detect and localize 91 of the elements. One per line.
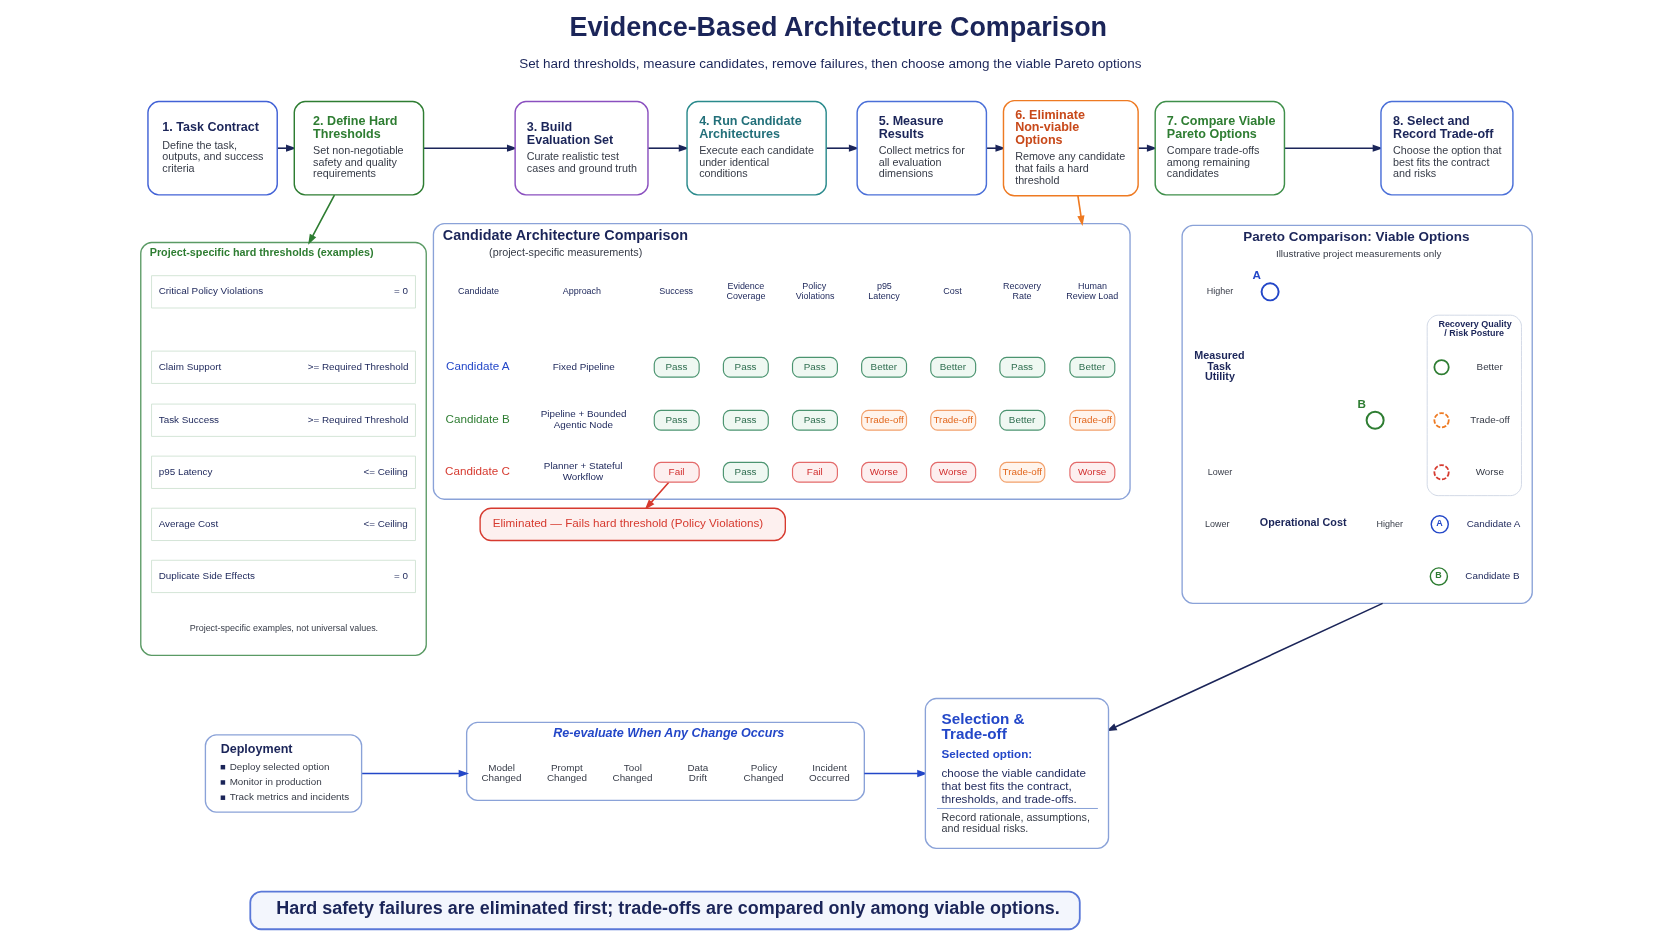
label: Human Review Load	[1065, 281, 1118, 302]
label: Data Drift	[686, 761, 708, 784]
label: Policy Violations	[795, 281, 834, 302]
node-box: Better	[929, 356, 976, 378]
arrow	[422, 144, 517, 152]
node-box: 3. Build Evaluation Set Curate realistic test cases and ground truth	[513, 100, 649, 196]
label: Candidate B	[445, 412, 510, 426]
node-box: Trade-off	[998, 461, 1045, 483]
arrow	[824, 144, 859, 152]
node-box: Task Success >= Required Threshold	[150, 403, 416, 437]
node-label: A	[1252, 268, 1261, 282]
label: Higher	[1375, 518, 1403, 529]
label: Higher	[1206, 286, 1233, 297]
node-box: Better	[1068, 356, 1115, 378]
label: Candidate A	[445, 359, 510, 373]
label: Lower	[1204, 518, 1229, 529]
node-box: Pass	[653, 409, 700, 431]
label: Cost	[942, 286, 962, 297]
node-box: Pass	[653, 356, 700, 378]
legend-label: Trade-off	[1469, 413, 1510, 425]
label: Tool Changed	[612, 761, 653, 784]
arrow	[276, 144, 296, 152]
node-circle	[1365, 410, 1385, 430]
node-box: Pass	[722, 461, 769, 483]
label: Pipeline + Bounded Agentic Node	[540, 408, 626, 431]
label: Evidence Coverage	[726, 281, 765, 302]
node-box: Better	[860, 356, 907, 378]
node-box: 6. Eliminate Non-viable Options Remove any candidate that fails a hard threshold	[1002, 99, 1139, 197]
node-box: 7. Compare Viable Pareto Options Compare trade-offs among remaining candidates	[1153, 100, 1285, 196]
node-box: 5. Measure Results Collect metrics for all evaluation dimensions	[855, 100, 987, 196]
node-box: Pass	[722, 409, 769, 431]
node-box: Trade-off	[929, 409, 976, 431]
label: Approach	[562, 286, 601, 297]
arrow	[1076, 195, 1085, 227]
node-box: Trade-off	[1068, 409, 1115, 431]
node-box: Worse	[860, 461, 907, 483]
node-box: Selection & Trade-off Selected option: choose the viable candidate that best fits the contract, thresholds, and trade-offs. Record rationale, assumptions, and residual risks.	[924, 697, 1109, 850]
node-box: Fail	[791, 461, 838, 483]
node-box: 1. Task Contract Define the task, outputs, and success criteria	[146, 100, 278, 196]
arrow	[360, 769, 469, 778]
arrow	[985, 144, 1006, 152]
label: Set hard thresholds, measure candidates, remove failures, then choose among the viable Pareto options	[518, 55, 1141, 71]
label: Policy Changed	[743, 761, 784, 784]
label: Candidate	[457, 286, 499, 297]
legend-label: Better	[1476, 360, 1503, 372]
label: Incident Occurred	[808, 761, 850, 784]
label: Project-specific examples, not universal values.	[189, 622, 378, 633]
node-box: Pass	[998, 356, 1045, 378]
node-box: Claim Support >= Required Threshold	[150, 350, 416, 384]
arrow	[646, 144, 689, 152]
label: Fixed Pipeline	[552, 360, 615, 372]
node-box: Eliminated — Fails hard threshold (Policy Violations)	[478, 507, 786, 542]
node-box: Better	[998, 409, 1045, 431]
label: Model Changed	[480, 761, 521, 784]
label: Candidate A	[1466, 517, 1520, 529]
node-box: 4. Run Candidate Architectures Execute each candidate under identical conditions	[685, 100, 827, 196]
arrow	[1137, 144, 1157, 152]
node-box: p95 Latency <= Ceiling	[150, 455, 416, 489]
node-box: Duplicate Side Effects = 0	[150, 559, 416, 594]
arrow	[863, 769, 928, 778]
node-box: Pass	[791, 356, 838, 378]
node-box: 8. Select and Record Trade-off Choose the option that best fits the contract and risks	[1379, 100, 1514, 196]
node-box: Fail	[653, 461, 700, 483]
node-box: Worse	[1068, 461, 1115, 483]
node-box: Trade-off	[860, 409, 907, 431]
label: Lower	[1207, 466, 1232, 477]
label: Success	[658, 286, 693, 297]
label: Recovery Rate	[1002, 281, 1041, 302]
label: Candidate B	[1464, 569, 1520, 581]
label: Candidate C	[444, 464, 510, 478]
node-box: Hard safety failures are eliminated first; trade-offs are compared only among viable options.	[248, 890, 1081, 931]
label: Operational Cost	[1259, 516, 1347, 529]
node-box: Average Cost <= Ceiling	[150, 507, 416, 541]
label: Prompt Changed	[546, 761, 587, 784]
label: Planner + Stateful Workflow	[543, 460, 622, 483]
node-box: Deployment Deploy selected option Monitor in production Track metrics and incidents	[204, 734, 362, 813]
label: p95 Latency	[867, 281, 900, 302]
legend-label: Worse	[1475, 465, 1504, 477]
node-circle: B	[1429, 567, 1448, 586]
node-box: Pass	[722, 356, 769, 378]
arrow	[1283, 144, 1383, 152]
node-label: B	[1357, 396, 1366, 410]
node-circle: A	[1430, 515, 1449, 534]
arrow	[307, 194, 335, 245]
node-box: Worse	[929, 461, 976, 483]
label: Measured Task Utility	[1193, 348, 1244, 383]
node-box: Critical Policy Violations = 0	[150, 275, 416, 309]
node-box: 2. Define Hard Thresholds Set non-negotiable safety and quality requirements	[293, 100, 424, 196]
node-box: Pass	[791, 409, 838, 431]
diagram-title: Evidence-Based Architecture Comparison	[568, 12, 1107, 43]
node-circle	[1260, 282, 1280, 302]
